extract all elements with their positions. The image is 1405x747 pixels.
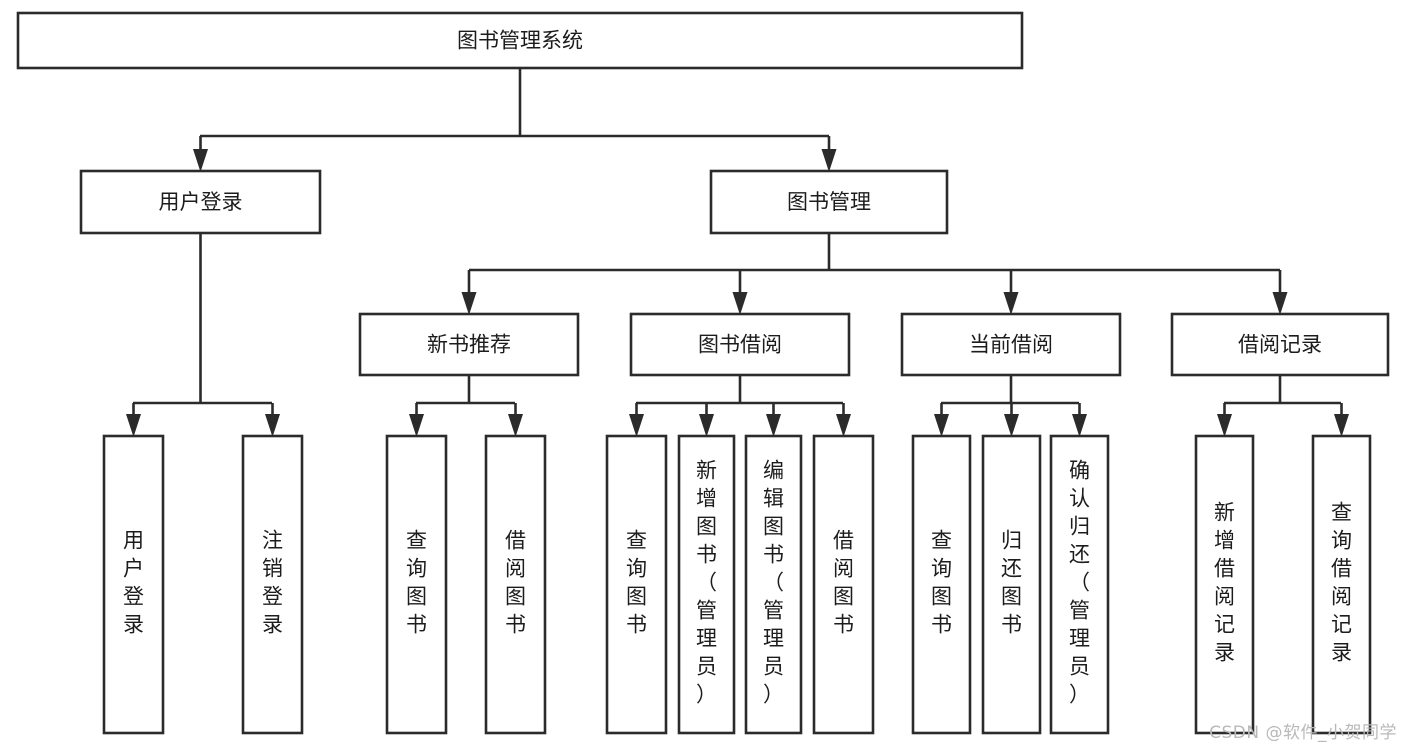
connector-arrowhead-icon: [836, 414, 851, 437]
csdn-watermark: CSDN @软件_小贺同学: [1209, 723, 1397, 743]
node-leaf-return-book[interactable]: 归还图书: [981, 434, 1042, 735]
node-box: [981, 434, 1042, 735]
connector-arrowhead-icon: [508, 414, 523, 437]
node-new-book-recommend[interactable]: 新书推荐: [358, 312, 580, 377]
node-label: 借阅图书: [833, 529, 854, 637]
connector-arrowhead-icon: [1004, 414, 1019, 437]
connector-arrowhead-icon: [1334, 414, 1349, 437]
node-label: 当前借阅: [969, 333, 1053, 357]
node-box: [385, 434, 448, 735]
node-current-borrow[interactable]: 当前借阅: [900, 312, 1122, 377]
node-box: [484, 434, 547, 735]
node-user-login[interactable]: 用户登录: [79, 169, 322, 235]
connector-arrowhead-icon: [1217, 414, 1232, 437]
node-label: 确认归还（管理员）: [1069, 459, 1090, 707]
node-box: [16, 11, 1024, 70]
node-label: 注销登录: [262, 529, 283, 637]
node-label: 借阅图书: [505, 529, 526, 637]
node-box: [900, 312, 1122, 377]
node-box: [709, 169, 949, 235]
connector-arrowhead-icon: [766, 414, 781, 437]
node-leaf-add-record[interactable]: 新增借阅记录: [1194, 434, 1255, 735]
connector-arrowhead-icon: [1003, 292, 1019, 315]
connector-arrowhead-icon: [461, 292, 477, 315]
node-label: 图书管理: [787, 190, 871, 214]
node-leaf-user-logout[interactable]: 注销登录: [241, 434, 304, 735]
node-layer: 图书管理系统用户登录图书管理新书推荐图书借阅当前借阅借阅记录用户登录注销登录查询…: [16, 11, 1390, 735]
node-box: [79, 169, 322, 235]
connector-arrowhead-icon: [265, 414, 280, 437]
node-box: [1170, 312, 1390, 377]
node-box: [241, 434, 304, 735]
node-label: 借阅记录: [1238, 333, 1322, 357]
node-box: [358, 312, 580, 377]
connector-arrowhead-icon: [821, 149, 837, 172]
node-label: 查询图书: [931, 529, 952, 637]
node-box: [605, 434, 668, 735]
node-leaf-borrow-book-1[interactable]: 借阅图书: [484, 434, 547, 735]
node-box: [744, 434, 803, 735]
node-leaf-add-book[interactable]: 新增图书（管理员）: [677, 434, 736, 735]
node-root[interactable]: 图书管理系统: [16, 11, 1024, 70]
node-box: [677, 434, 736, 735]
node-leaf-user-login[interactable]: 用户登录: [102, 434, 165, 735]
node-label: 查询图书: [626, 529, 647, 637]
connector-arrowhead-icon: [409, 414, 424, 437]
node-leaf-borrow-book-2[interactable]: 借阅图书: [812, 434, 875, 735]
node-borrow-record[interactable]: 借阅记录: [1170, 312, 1390, 377]
node-label: 图书借阅: [698, 333, 782, 357]
node-leaf-query-book-2[interactable]: 查询图书: [605, 434, 668, 735]
connector-arrowhead-icon: [934, 414, 949, 437]
node-leaf-query-book-1[interactable]: 查询图书: [385, 434, 448, 735]
connector-arrowhead-icon: [126, 414, 141, 437]
connector-arrowhead-icon: [1272, 292, 1288, 315]
connector-layer: [126, 68, 1349, 437]
node-label: 用户登录: [159, 190, 243, 214]
connector-arrowhead-icon: [1072, 414, 1087, 437]
node-book-borrow[interactable]: 图书借阅: [629, 312, 851, 377]
node-label: 归还图书: [1001, 529, 1022, 637]
node-box: [911, 434, 972, 735]
connector-arrowhead-icon: [629, 414, 644, 437]
node-label: 查询借阅记录: [1331, 501, 1352, 665]
node-leaf-query-record[interactable]: 查询借阅记录: [1311, 434, 1372, 735]
node-box: [1049, 434, 1110, 735]
connector-arrowhead-icon: [732, 292, 748, 315]
node-label: 新书推荐: [427, 333, 511, 357]
node-box: [812, 434, 875, 735]
node-label: 新增借阅记录: [1214, 501, 1235, 665]
node-book-manage[interactable]: 图书管理: [709, 169, 949, 235]
node-box: [1311, 434, 1372, 735]
node-label: 编辑图书（管理员）: [763, 459, 784, 707]
node-label: 用户登录: [123, 529, 144, 637]
node-label: 查询图书: [406, 529, 427, 637]
connector-arrowhead-icon: [193, 149, 208, 172]
node-box: [1194, 434, 1255, 735]
connector-arrowhead-icon: [699, 414, 714, 437]
node-leaf-edit-book[interactable]: 编辑图书（管理员）: [744, 434, 803, 735]
node-leaf-confirm-return[interactable]: 确认归还（管理员）: [1049, 434, 1110, 735]
node-label: 新增图书（管理员）: [696, 459, 717, 707]
node-leaf-query-book-3[interactable]: 查询图书: [911, 434, 972, 735]
node-box: [629, 312, 851, 377]
node-box: [102, 434, 165, 735]
node-label: 图书管理系统: [457, 29, 583, 53]
